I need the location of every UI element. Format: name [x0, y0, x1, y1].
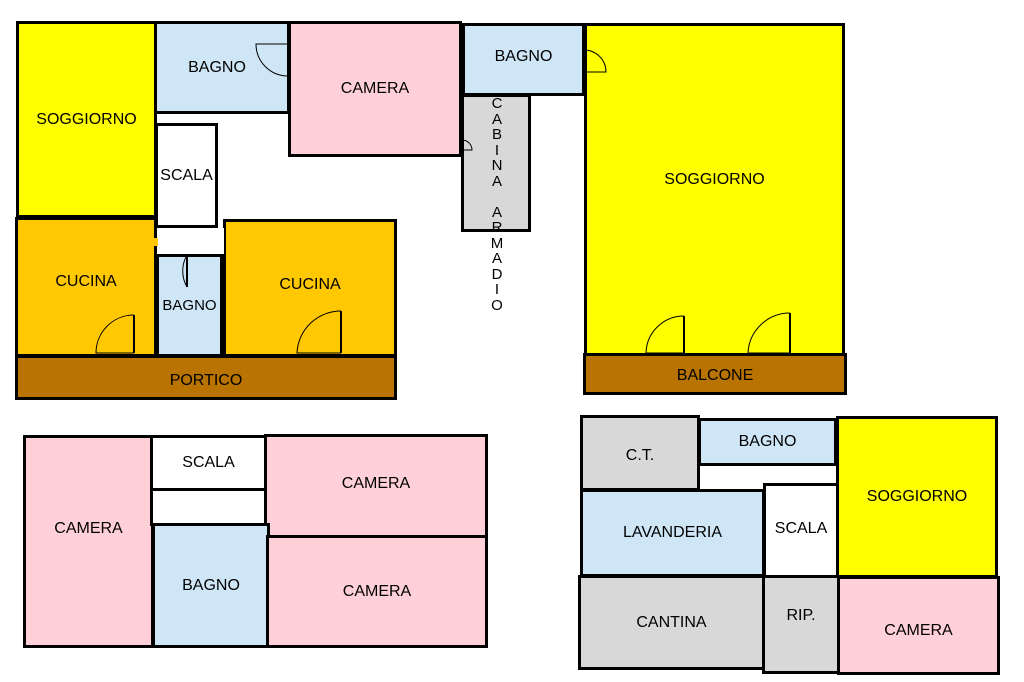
cabina-armadio-letter: A [491, 203, 502, 221]
room-label: SOGGIORNO [36, 110, 137, 128]
room-label: BAGNO [738, 433, 797, 450]
room-label: CAMERA [341, 474, 411, 492]
room-camera: CAMERA [266, 535, 488, 648]
room-label: CUCINA [279, 276, 341, 293]
room-bagno: BAGNO [462, 23, 585, 96]
cabina-armadio-letter: C [491, 95, 503, 112]
room-label: CANTINA [636, 613, 707, 631]
room-bagno: BAGNO [156, 254, 223, 357]
room-scala: SCALA [155, 123, 218, 228]
room-bagno: BAGNO [154, 21, 290, 114]
room-label: BAGNO [494, 47, 553, 65]
room-camera: CAMERA [837, 576, 1000, 675]
room-camera: CAMERA [23, 435, 154, 648]
room-soggiorno: SOGGIORNO [836, 416, 998, 578]
room-label: C.T. [625, 447, 655, 464]
room-scala: SCALA [763, 483, 839, 578]
cabina-armadio-letter: B [491, 126, 502, 143]
cabina-armadio-letter: R [491, 219, 503, 236]
door-icon [255, 43, 289, 77]
room-label: CUCINA [55, 273, 117, 290]
door-icon [461, 139, 473, 151]
room-label: SCALA [160, 166, 213, 184]
room-lavanderia: LAVANDERIA [580, 489, 765, 577]
room-label: BALCONE [676, 367, 754, 384]
room-cantina: CANTINA [578, 575, 765, 670]
room-soggiorno: SOGGIORNO [584, 23, 845, 356]
door-icon [296, 310, 342, 354]
room-label: BAGNO [188, 58, 246, 76]
room-bagno: BAGNO [152, 523, 270, 648]
room-label: LAVANDERIA [623, 524, 722, 541]
cabina-armadio-letter: N [491, 157, 503, 174]
room-cucina: CUCINA [223, 219, 397, 357]
door-icon [583, 49, 607, 73]
room-soggiorno: SOGGIORNO [16, 21, 157, 218]
room-label: BAGNO [182, 576, 240, 594]
cabina-armadio-letter: O [491, 296, 503, 314]
opening-mark [154, 238, 158, 246]
room-label: BAGNO [162, 297, 217, 314]
room-label: PORTICO [169, 371, 243, 389]
cabina-armadio-letter: A [491, 110, 502, 128]
door-icon [645, 315, 685, 354]
room-bagno: BAGNO [698, 418, 837, 466]
room-label: CAMERA [342, 582, 412, 600]
opening-mark [219, 228, 224, 254]
cabina-armadio-letter: D [491, 265, 503, 283]
room-portico: PORTICO [15, 355, 397, 400]
room-cabina-armadio [461, 94, 531, 232]
room-ct: C.T. [580, 415, 700, 491]
room-label: RIP. [786, 606, 816, 624]
room-label: SOGGIORNO [664, 170, 765, 188]
door-icon [747, 312, 791, 354]
room-label: CAMERA [54, 519, 123, 537]
room-rip: RIP. [762, 575, 840, 674]
cabina-armadio-letter: A [491, 172, 502, 190]
room-label: CAMERA [340, 80, 410, 97]
cabina-armadio-letter: M [490, 234, 504, 252]
room-label: SCALA [774, 519, 828, 537]
room-label: SOGGIORNO [866, 488, 968, 505]
door-icon [182, 254, 219, 288]
cabina-armadio-letter: A [491, 250, 502, 267]
room-scala: SCALA [150, 435, 267, 491]
room-label: CAMERA [884, 621, 953, 639]
room-label: SCALA [182, 454, 235, 471]
room-balcone: BALCONE [583, 353, 847, 395]
room-camera: CAMERA [288, 21, 462, 157]
cabina-armadio-letter: I [494, 141, 500, 159]
door-icon [95, 314, 135, 354]
cabina-armadio-letter: I [494, 281, 500, 298]
